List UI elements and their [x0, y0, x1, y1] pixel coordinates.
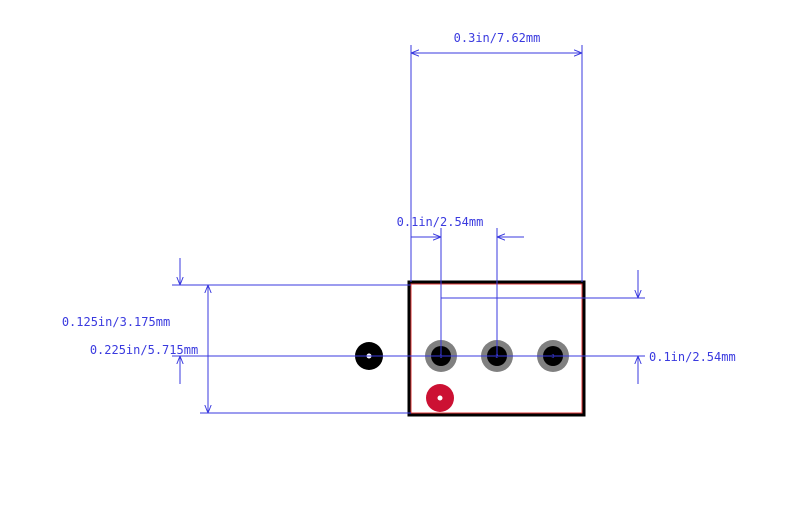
dim-width-total: 0.3in/7.62mm: [454, 31, 541, 45]
orientation-marker: [426, 384, 454, 412]
dimension-lines: [172, 45, 645, 414]
dim-offset-right: 0.1in/2.54mm: [649, 350, 736, 364]
pin-1-label: 1: [439, 354, 442, 360]
pin-2-label: 2: [495, 354, 498, 360]
dim-offset-top: 0.125in/3.175mm: [62, 315, 170, 329]
dim-pitch: 0.1in/2.54mm: [397, 215, 484, 229]
dim-height-total: 0.225in/5.715mm: [90, 343, 198, 357]
pin-3-label: 3: [551, 354, 554, 360]
